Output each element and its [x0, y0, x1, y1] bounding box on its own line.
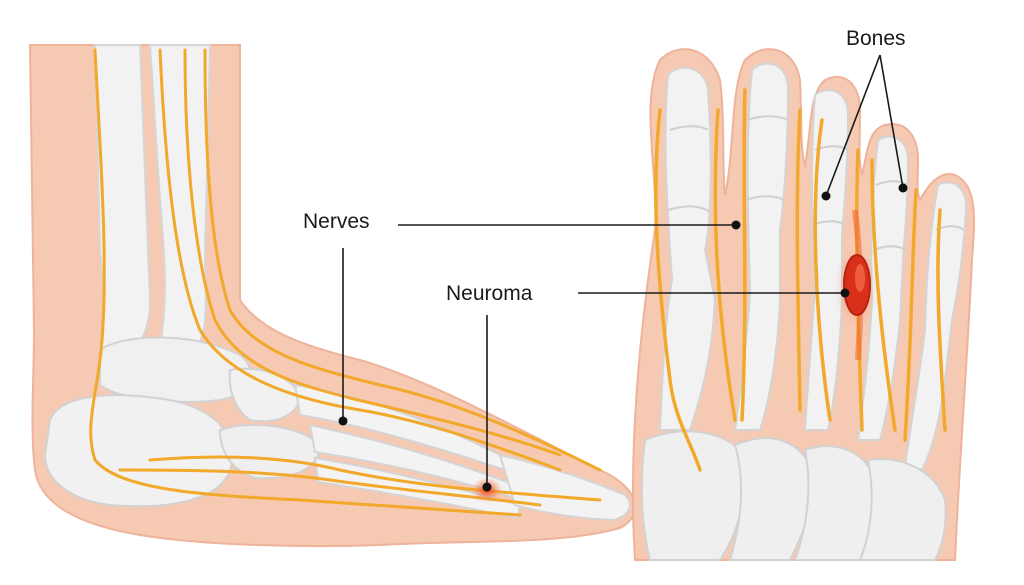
side-cuboid [218, 424, 322, 480]
bones-leader-1 [825, 54, 881, 197]
top-tarsal-bones [640, 430, 947, 561]
toe-2-bone [733, 62, 790, 431]
top-view-foot [631, 48, 976, 561]
leader-dots [338, 183, 908, 492]
top-toe-bones [658, 62, 968, 472]
label-neuroma: Neuroma [446, 282, 533, 305]
side-calcaneus [43, 394, 234, 508]
neuroma-lesion-highlight [855, 264, 865, 292]
leader-lines [342, 54, 904, 487]
bones-dot-1 [821, 191, 831, 201]
side-metatarsal-3 [313, 456, 522, 520]
nerves-dot-top [731, 220, 741, 230]
side-nerves [89, 48, 602, 517]
bones-leader-2 [879, 54, 904, 189]
bones-dot-2 [898, 183, 908, 193]
side-view-foot [28, 44, 637, 548]
toe-1-bone [658, 66, 717, 431]
label-nerves: Nerves [303, 210, 370, 233]
label-bones: Bones [846, 27, 906, 50]
top-nerves [654, 88, 947, 472]
neuroma-dot-top [840, 288, 850, 298]
neuroma-dot-side [482, 482, 492, 492]
nerves-dot-side [338, 416, 348, 426]
toe-5-bone [903, 181, 968, 472]
